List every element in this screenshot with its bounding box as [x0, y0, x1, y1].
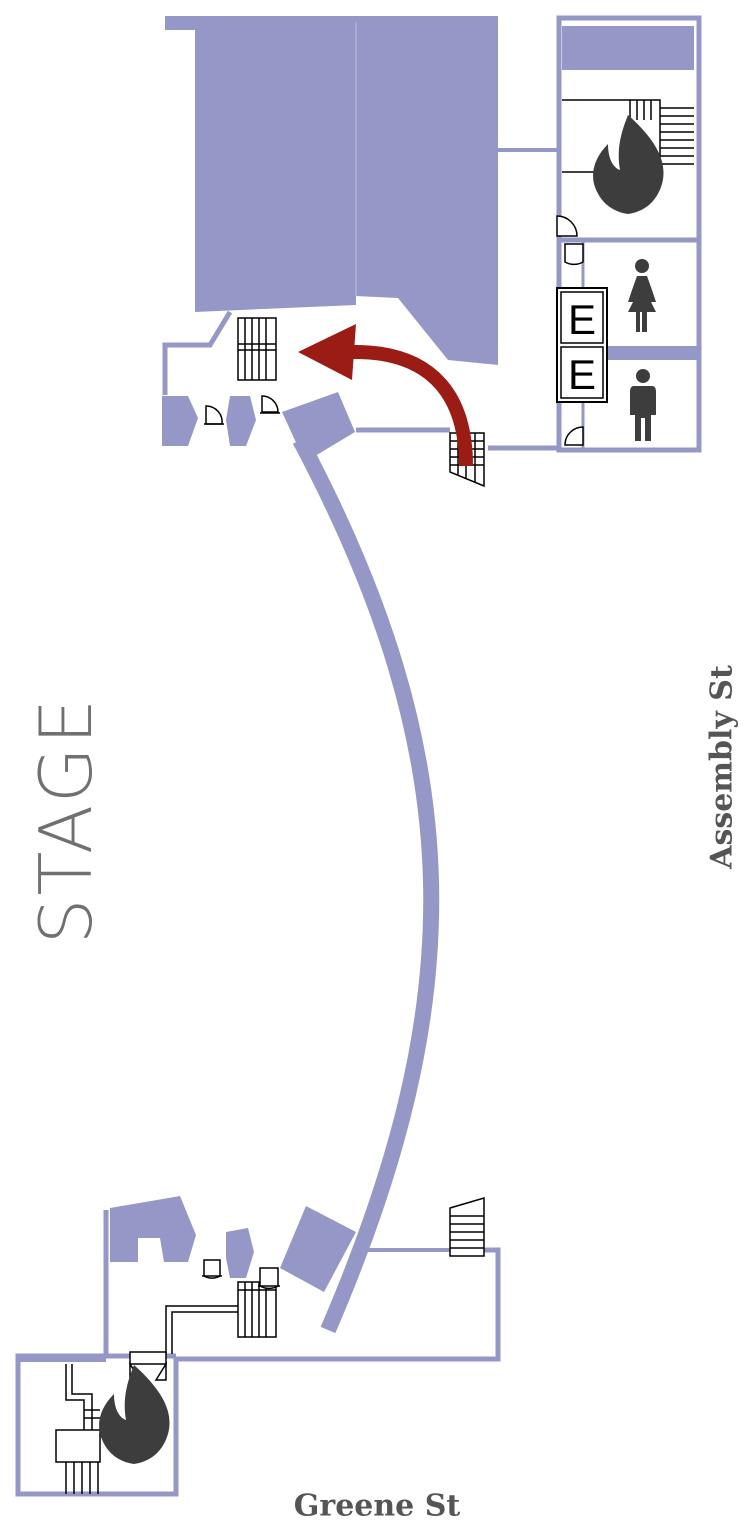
service-block: E E	[488, 15, 702, 453]
backstage-block	[165, 16, 498, 365]
bottom-building	[15, 1196, 501, 1497]
women-restroom-icon	[628, 259, 656, 332]
street-label-assembly: Assembly St	[704, 665, 740, 869]
elevator-2: E	[568, 351, 596, 398]
top-building	[162, 16, 560, 488]
stage-curved-wall	[292, 436, 440, 1334]
men-restroom-icon	[630, 369, 656, 441]
fire-exit-icon	[593, 115, 664, 214]
route-arrow	[298, 324, 473, 467]
elevator-1: E	[568, 296, 596, 343]
street-label-greene: Greene St	[293, 1488, 461, 1524]
elevator-bank: E E	[556, 287, 608, 403]
stair-top	[237, 317, 277, 381]
stage-label: STAGE	[24, 695, 108, 945]
